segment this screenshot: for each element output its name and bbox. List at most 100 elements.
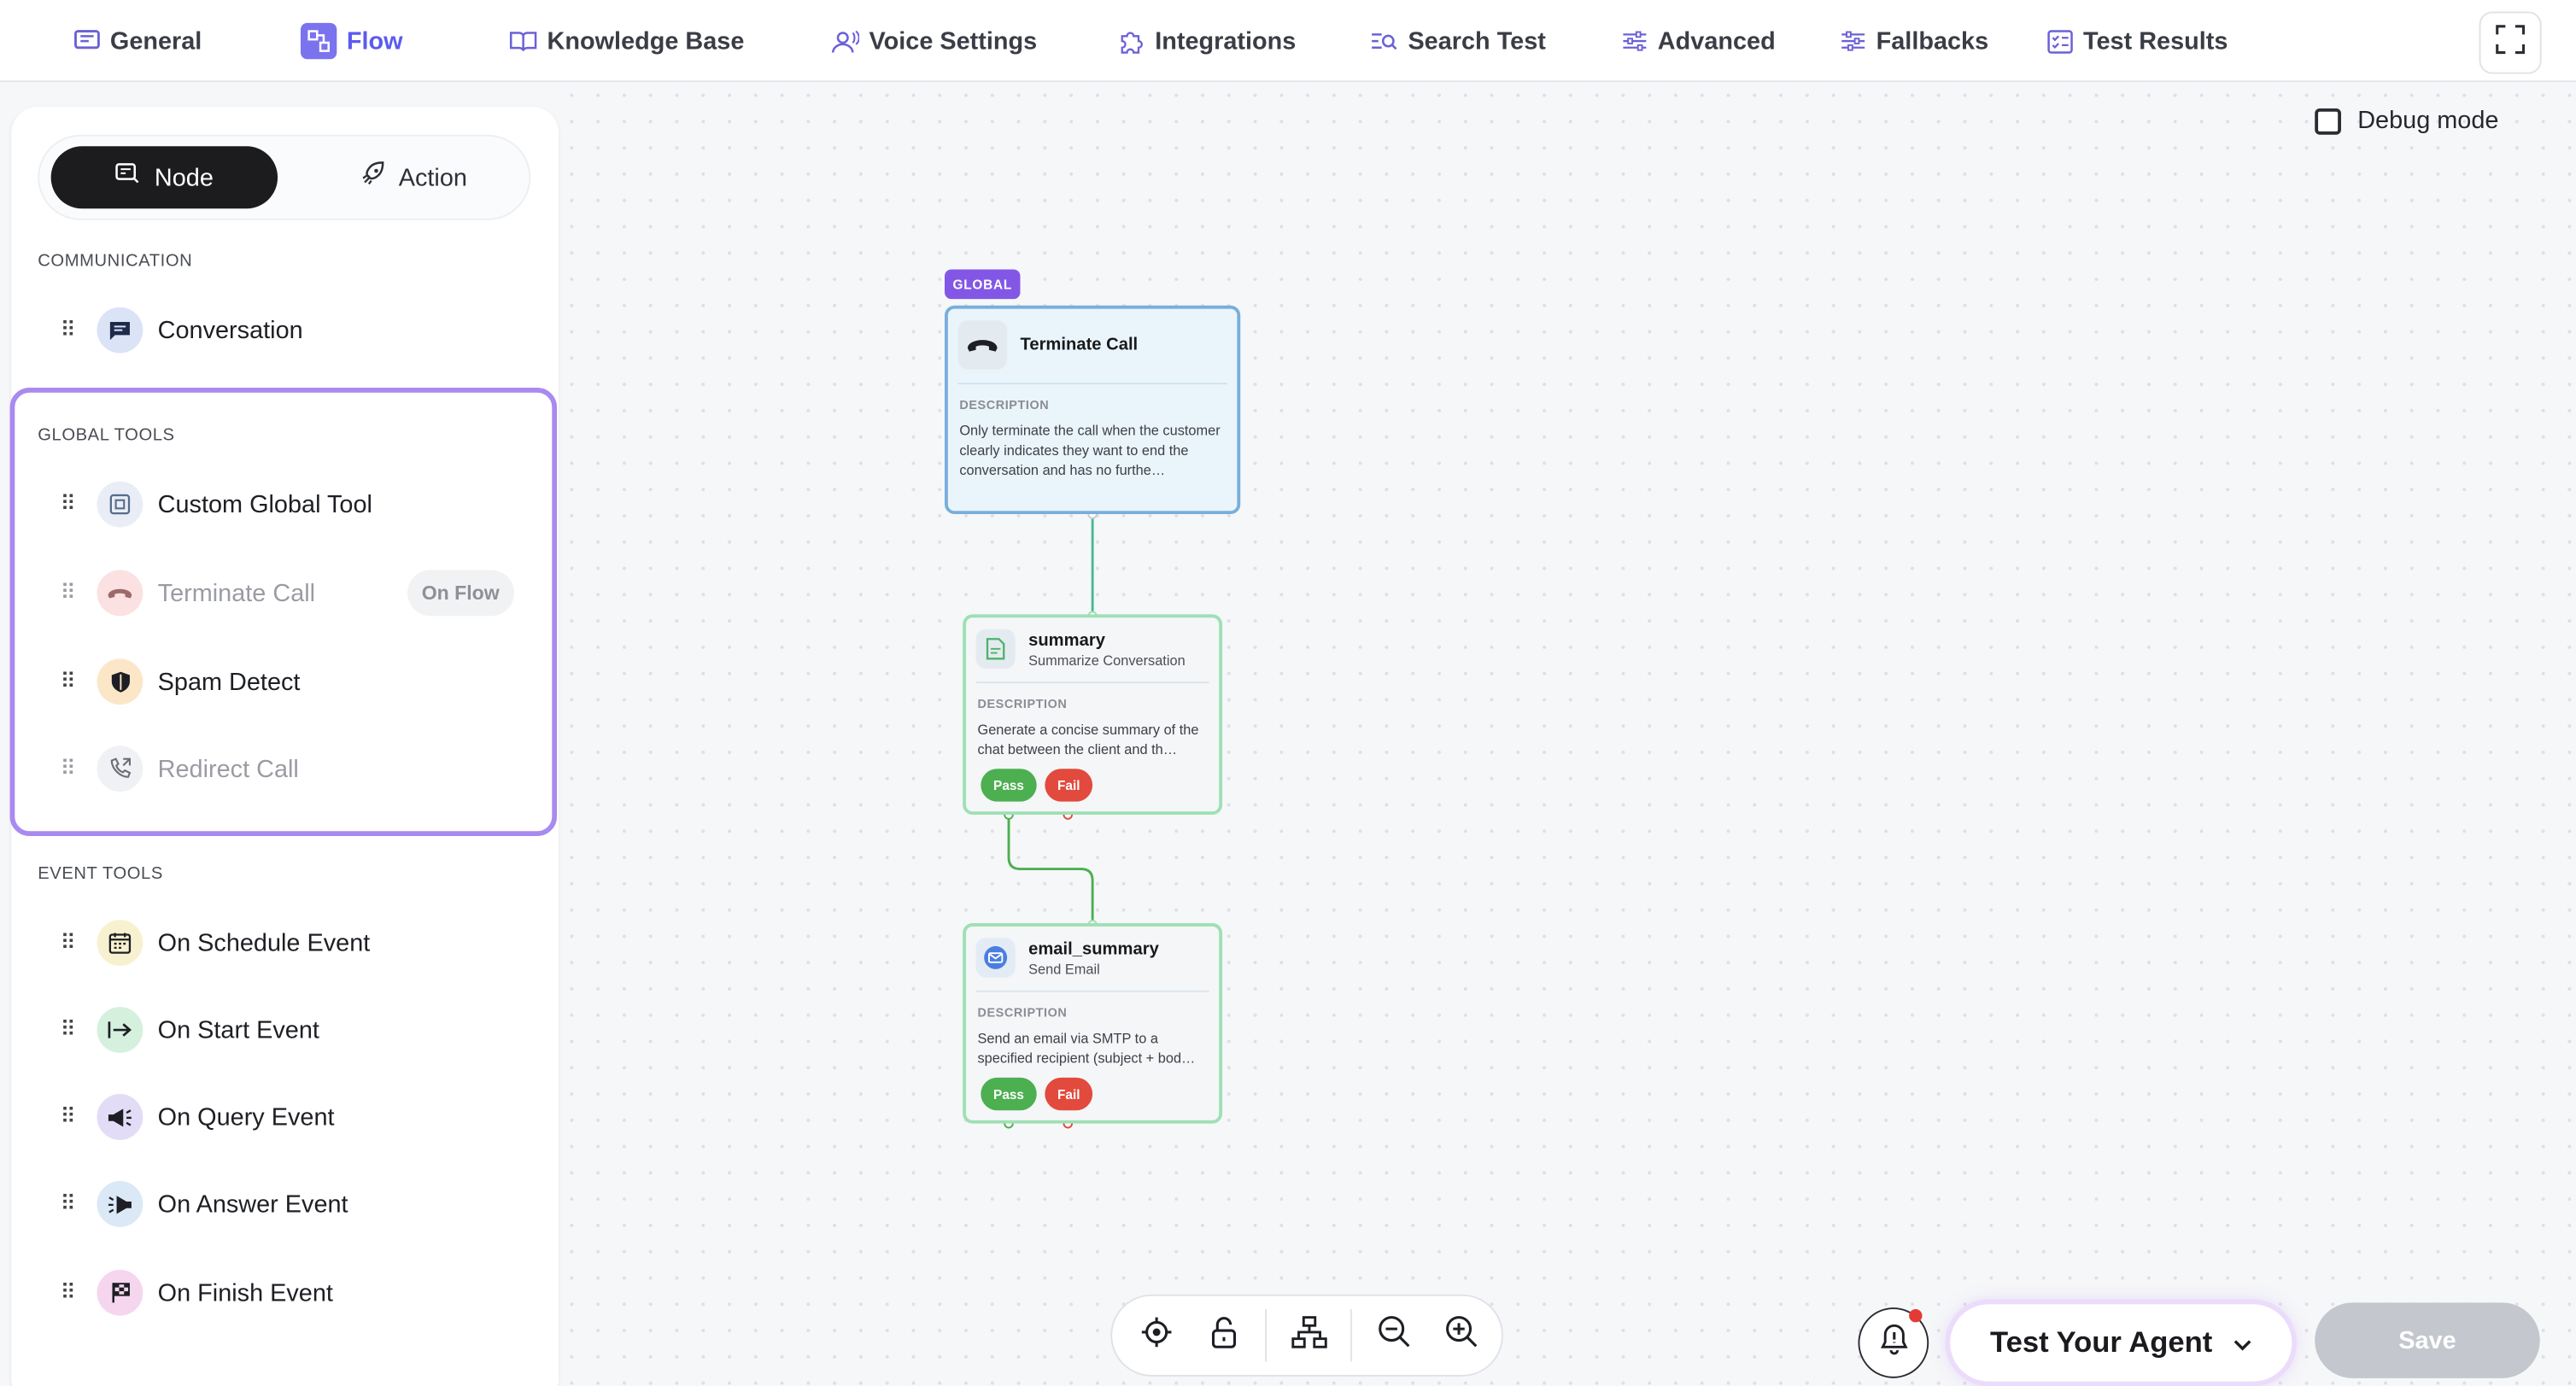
test-agent-label: Test Your Agent — [1989, 1325, 2213, 1359]
tab-label: Knowledge Base — [547, 26, 745, 56]
sliders-icon — [1620, 27, 1648, 56]
tool-custom-global-tool[interactable]: ⠿ Custom Global Tool — [38, 471, 530, 537]
node-subtitle: Send Email — [1028, 960, 1100, 977]
debug-checkbox[interactable] — [2315, 107, 2341, 134]
tab-label: Test Results — [2082, 26, 2228, 56]
tool-label: Redirect Call — [157, 754, 299, 783]
node-icon — [115, 162, 142, 192]
debug-label: Debug mode — [2357, 107, 2499, 135]
tool-label: Spam Detect — [157, 667, 301, 696]
debug-mode-toggle[interactable]: Debug mode — [2315, 107, 2498, 135]
chat-icon — [97, 307, 143, 354]
node-description: Send an email via SMTP to a specified re… — [977, 1030, 1196, 1067]
layout-icon — [1291, 1315, 1326, 1356]
tab-fallbacks[interactable]: Fallbacks — [1838, 0, 1988, 82]
drag-handle-icon[interactable]: ⠿ — [60, 668, 76, 693]
tools-sidebar: Node Action COMMUNICATION ⠿ Conversation… — [9, 107, 559, 1386]
zoom-out-button[interactable] — [1361, 1302, 1428, 1368]
tool-spam-detect[interactable]: ⠿ Spam Detect — [38, 649, 530, 715]
drag-handle-icon[interactable]: ⠿ — [60, 929, 76, 955]
phone-hangup-icon — [97, 570, 143, 617]
node-action-switch: Node Action — [38, 134, 531, 220]
flow-icon — [301, 22, 337, 60]
tool-on-finish-event[interactable]: ⠿ On Finish Event — [38, 1260, 530, 1325]
drag-handle-icon[interactable]: ⠿ — [60, 1103, 76, 1129]
document-icon — [975, 629, 1016, 669]
test-your-agent-button[interactable]: Test Your Agent — [1950, 1304, 2292, 1382]
cube-icon — [97, 481, 143, 528]
tab-advanced[interactable]: Advanced — [1620, 0, 1776, 82]
fail-badge: Fail — [1045, 769, 1093, 802]
tab-label: General — [109, 26, 202, 56]
tab-integrations[interactable]: Integrations — [1117, 0, 1296, 82]
locate-icon — [1139, 1315, 1172, 1356]
flow-canvas[interactable] — [558, 82, 2576, 1386]
chevron-down-icon — [2232, 1325, 2251, 1360]
node-desc-label: DESCRIPTION — [977, 1005, 1068, 1020]
node-toggle-button[interactable]: Node — [50, 146, 278, 209]
node-title: summary — [1028, 629, 1105, 650]
node-toggle-label: Node — [154, 163, 214, 192]
arrow-start-icon — [97, 1007, 143, 1053]
search-list-icon — [1370, 27, 1398, 56]
top-nav: General Flow Knowledge Base Voice Settin… — [0, 0, 2576, 83]
fail-badge: Fail — [1045, 1077, 1093, 1111]
tool-terminate-call: ⠿ Terminate Call On Flow — [38, 560, 530, 626]
save-button[interactable]: Save — [2315, 1302, 2540, 1378]
notifications-button[interactable] — [1858, 1307, 1929, 1378]
section-communication: COMMUNICATION — [38, 251, 193, 272]
calendar-icon — [97, 920, 143, 967]
tool-on-query-event[interactable]: ⠿ On Query Event — [38, 1085, 530, 1150]
shield-icon — [97, 658, 143, 705]
section-event-tools: EVENT TOOLS — [38, 863, 163, 884]
fullscreen-button[interactable] — [2479, 11, 2542, 74]
tool-on-answer-event[interactable]: ⠿ On Answer Event — [38, 1171, 530, 1237]
drag-handle-icon[interactable]: ⠿ — [60, 1016, 76, 1042]
pass-badge: Pass — [981, 769, 1037, 802]
tool-label: On Schedule Event — [157, 928, 371, 957]
node-terminate-call[interactable]: Terminate Call DESCRIPTION Only terminat… — [945, 305, 1241, 515]
megaphone-icon — [97, 1094, 143, 1140]
tool-label: On Start Event — [157, 1015, 319, 1044]
tab-flow[interactable]: Flow — [301, 0, 403, 82]
action-toggle-label: Action — [398, 163, 467, 192]
voice-icon — [831, 27, 859, 56]
action-toggle-button[interactable]: Action — [311, 146, 516, 208]
sliders-icon — [1838, 27, 1866, 56]
tool-conversation[interactable]: ⠿ Conversation — [38, 297, 530, 363]
drag-handle-icon[interactable]: ⠿ — [60, 317, 76, 342]
bell-alert-icon — [1879, 1322, 1909, 1363]
tab-search-test[interactable]: Search Test — [1370, 0, 1546, 82]
pass-badge: Pass — [981, 1077, 1037, 1111]
tool-on-start-event[interactable]: ⠿ On Start Event — [38, 997, 530, 1063]
tab-voice-settings[interactable]: Voice Settings — [831, 0, 1037, 82]
drag-handle-icon[interactable]: ⠿ — [60, 1279, 76, 1305]
tab-general[interactable]: General — [73, 0, 202, 82]
section-global-tools: GLOBAL TOOLS — [38, 425, 175, 446]
node-description: Only terminate the call when the custome… — [959, 422, 1221, 478]
lock-button[interactable] — [1190, 1302, 1257, 1368]
checkered-flag-icon — [97, 1269, 143, 1316]
tab-label: Fallbacks — [1876, 26, 1989, 56]
toolbar-divider — [1350, 1309, 1353, 1362]
locate-button[interactable] — [1122, 1302, 1190, 1368]
tab-knowledge-base[interactable]: Knowledge Base — [509, 0, 744, 82]
tab-label: Search Test — [1408, 26, 1546, 56]
node-title: email_summary — [1028, 939, 1159, 959]
tool-on-schedule-event[interactable]: ⠿ On Schedule Event — [38, 910, 530, 976]
node-summary[interactable]: summary Summarize Conversation DESCRIPTI… — [963, 614, 1223, 816]
node-email-summary[interactable]: email_summary Send Email DESCRIPTION Sen… — [963, 923, 1223, 1124]
toolbar-divider — [1265, 1309, 1268, 1362]
drag-handle-icon[interactable]: ⠿ — [60, 491, 76, 516]
tab-label: Voice Settings — [869, 26, 1038, 56]
canvas-toolbar — [1110, 1294, 1504, 1377]
tool-label: Custom Global Tool — [157, 490, 372, 518]
tab-test-results[interactable]: Test Results — [2046, 0, 2228, 82]
drag-handle-icon[interactable]: ⠿ — [60, 1190, 76, 1216]
answer-icon — [97, 1180, 143, 1227]
zoom-out-icon — [1377, 1314, 1411, 1357]
tool-label: On Finish Event — [157, 1278, 333, 1307]
auto-layout-button[interactable] — [1275, 1302, 1343, 1368]
tool-label: Conversation — [157, 316, 303, 344]
zoom-in-button[interactable] — [1428, 1302, 1496, 1368]
